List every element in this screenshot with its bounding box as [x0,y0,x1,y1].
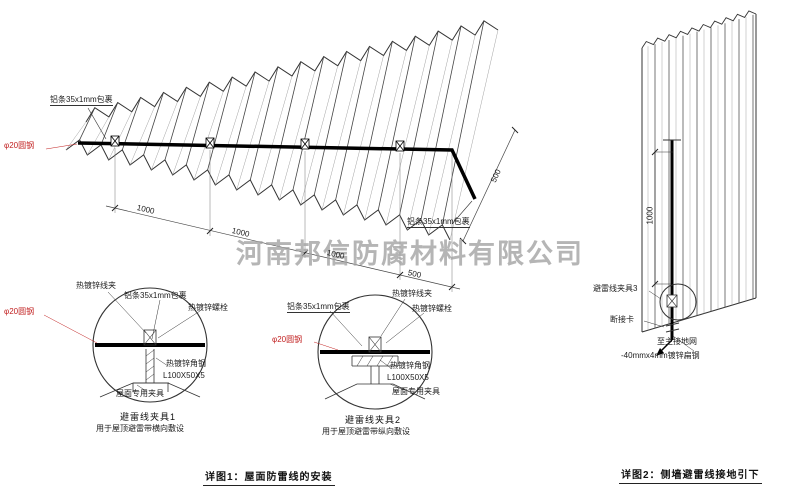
wall-dimension [651,148,673,288]
wall-clamp-detail-circle [659,283,697,321]
d1-label-angle-size: L100X50X5 [163,371,205,380]
label-round-steel-roof: φ20圆钢 [4,141,35,150]
caption-detail2: 详图2：侧墙避雷线接地引下 [619,466,762,484]
company-watermark: 河南邦信防腐材料有限公司 [236,239,584,270]
d1-label-wire-clamp: 热镀锌线夹 [76,281,116,290]
wall-label-flat-steel: -40mmx4mm镀锌扁钢 [621,351,700,360]
d2-subtitle: 用于屋顶避雷带纵向敷设 [322,427,410,436]
d1-label-roof-clamp: 屋面专用夹具 [116,389,164,398]
d1-label-angle-steel: 热镀锌角钢 [166,359,206,368]
detail1-drawing [43,287,208,403]
d2-label-angle-steel: 热镀锌角钢 [390,361,430,370]
d2-label-angle-size: L100X50X5 [387,373,429,382]
wall-dim-label: 1000 [645,206,655,225]
detail2-circle [317,294,433,410]
detail1-leaders [43,291,201,392]
dimension-extension-lines [114,148,453,292]
to-ground-arrowhead [656,348,664,356]
detail1-roof-ridge [99,382,201,398]
d2-label-al-strip: 铝条35x1mm包裹 [287,302,350,314]
dimension-ticks-bottom [111,204,456,291]
conductor-clamps [110,135,405,152]
detail2-wire-clamp [368,336,382,353]
detail2-roof-ridge [324,383,426,400]
d2-label-bolt: 热镀锌螺栓 [412,304,452,313]
wall-detail-drawing [643,139,697,356]
detail1-circle [92,287,208,403]
wall-label-clamp3: 避雷线夹具3 [593,284,638,293]
roof-corrugated-panel [65,20,499,241]
roof-conductor-wire [77,141,477,200]
d1-label-al-strip: 铝条35x1mm包裹 [124,291,187,300]
detail2-leaders [313,298,425,391]
d1-label-round-steel: φ20圆钢 [4,307,35,316]
d2-label-roof-clamp: 屋面专用夹具 [392,387,440,396]
d1-label-bolt: 热镀锌螺栓 [188,303,228,312]
wall-label-to-ground: 至主接地网 [657,337,697,346]
dimension-line-right [459,126,519,245]
detail1-wire-clamp [143,329,157,346]
wall-label-disconnect: 断接卡 [610,315,634,324]
d1-title: 避雷线夹具1 [120,412,177,422]
leader-lines-roof [45,107,473,225]
detail2-angle-steel [351,355,399,384]
d2-title: 避雷线夹具2 [345,415,402,425]
dimension-line-bottom [105,205,461,290]
label-al-strip-right: 铝条35x1mm包裹 [407,217,470,229]
d2-label-round-steel: φ20圆钢 [272,335,303,344]
caption-detail1: 详图1：屋面防雷线的安装 [203,468,335,486]
wall-leaders [643,290,695,352]
detail2-drawing [313,294,433,410]
label-al-strip-top: 铝条35x1mm包裹 [50,95,113,107]
d2-label-wire-clamp: 热镀锌线夹 [392,289,432,298]
disconnect-link-marks [665,322,680,333]
d1-subtitle: 用于屋顶避雷带横向敷设 [96,424,184,433]
